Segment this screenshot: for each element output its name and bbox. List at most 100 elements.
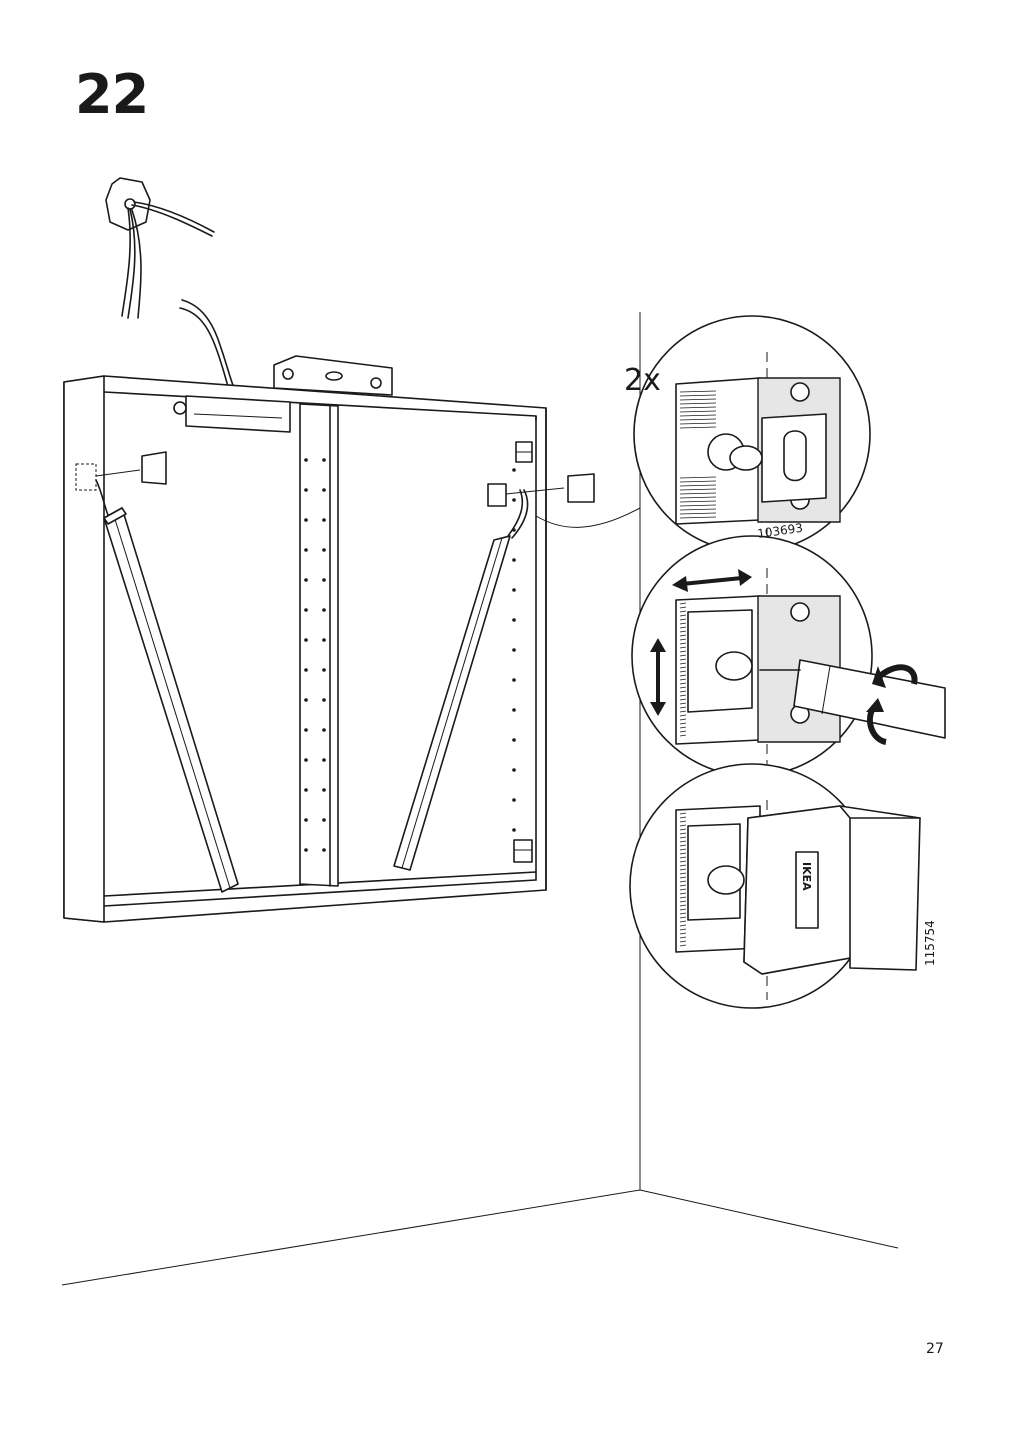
hatch-line	[679, 426, 717, 429]
hatch-line	[679, 496, 717, 499]
hatch-line	[679, 904, 687, 907]
hatch-line	[679, 606, 687, 609]
shelf-pin-hole	[322, 818, 326, 822]
shelf-pin-hole	[322, 458, 326, 462]
shelf-pin-hole	[512, 738, 516, 742]
hatch-line	[679, 920, 687, 923]
hatch-line	[679, 820, 687, 823]
shelf-pin-hole	[322, 578, 326, 582]
shelf-pin-hole	[322, 698, 326, 702]
hatch-line	[679, 852, 687, 855]
hatch-line	[679, 638, 687, 641]
hatch-line	[679, 702, 687, 705]
shelf-pin-hole	[304, 848, 308, 852]
shelf-pin-hole	[304, 518, 308, 522]
hatch-line	[679, 492, 717, 495]
hatch-line	[679, 698, 687, 701]
hatch-line	[679, 832, 687, 835]
detail-circle-adjust	[631, 535, 873, 777]
hatch-line	[679, 896, 687, 899]
cover-logo: IKEA	[800, 862, 813, 891]
shelf-pin-hole	[304, 788, 308, 792]
hatch-line	[679, 706, 687, 709]
hatch-line	[679, 718, 687, 721]
hatch-line	[679, 908, 687, 911]
hatch-line	[679, 402, 717, 405]
shelf-pin-hole	[304, 548, 308, 552]
hatch-line	[679, 812, 687, 815]
hatch-line	[679, 614, 687, 617]
hatch-line	[679, 682, 687, 685]
shelf-pin-hole	[512, 648, 516, 652]
hatch-line	[679, 662, 687, 665]
hatch-line	[679, 840, 687, 843]
hatch-line	[679, 500, 717, 503]
page-number: 27	[926, 1341, 944, 1357]
hatch-line	[679, 932, 687, 935]
hatch-line	[679, 610, 687, 613]
hatch-line	[679, 398, 717, 401]
hatch-line	[679, 856, 687, 859]
detail-circle-bracket	[633, 315, 871, 553]
hatch-line	[679, 892, 687, 895]
shelf-pin-hole	[304, 638, 308, 642]
hatch-line	[679, 414, 717, 417]
shelf-pin-hole	[512, 498, 516, 502]
right-connector	[487, 473, 595, 507]
ceiling-junction-box-icon	[105, 177, 215, 319]
hatch-line	[679, 666, 687, 669]
hinge-plate-top	[515, 441, 533, 463]
hatch-line	[679, 422, 717, 425]
quantity-label: 2x	[624, 363, 661, 398]
cabinet-cable	[179, 299, 235, 391]
hatch-line	[679, 406, 717, 409]
shelf-pin-hole	[512, 798, 516, 802]
hatch-line	[679, 924, 687, 927]
hatch-line	[679, 508, 717, 511]
hatch-line	[679, 480, 717, 483]
hatch-line	[679, 686, 687, 689]
shelf-pin-hole	[304, 488, 308, 492]
hatch-line	[679, 690, 687, 693]
shelf-pin-hole	[322, 638, 326, 642]
shelf-pin-hole	[304, 758, 308, 762]
shelf-pin-holes	[304, 458, 516, 852]
shelf-pin-hole	[512, 468, 516, 472]
shelf-pin-hole	[304, 728, 308, 732]
hatch-line	[679, 516, 717, 519]
shelf-pin-hole	[512, 588, 516, 592]
shelf-pin-hole	[304, 668, 308, 672]
hatch-line	[679, 410, 717, 413]
hatch-line	[679, 836, 687, 839]
hatch-line	[679, 912, 687, 915]
shelf-pin-hole	[304, 458, 308, 462]
right-led-strip	[393, 535, 511, 871]
shelf-pin-hole	[322, 848, 326, 852]
double-arrow-vertical-icon	[650, 638, 666, 716]
hatch-line	[679, 634, 687, 637]
shelf-pin-hole	[512, 708, 516, 712]
screwdriver-icon	[759, 659, 946, 739]
hatch-line	[679, 602, 687, 605]
shelf-pin-hole	[304, 818, 308, 822]
part-number-cover: 115754	[923, 920, 937, 966]
hatch-line	[679, 418, 717, 421]
hatch-line	[679, 816, 687, 819]
hatch-line	[679, 504, 717, 507]
hatch-line	[679, 872, 687, 875]
hatch-line	[679, 710, 687, 713]
transformer-box	[173, 395, 291, 433]
rotation-arrow-icon	[866, 664, 918, 745]
hatch-line	[679, 618, 687, 621]
hatch-line	[679, 888, 687, 891]
hatch-line	[679, 654, 687, 657]
hatch-line	[679, 670, 687, 673]
left-led-strip	[103, 507, 239, 893]
hatch-line	[679, 936, 687, 939]
hatch-line	[679, 630, 687, 633]
step-number: 22	[75, 63, 149, 126]
hatch-line	[679, 928, 687, 931]
hatch-line	[679, 674, 687, 677]
hatch-line	[679, 824, 687, 827]
